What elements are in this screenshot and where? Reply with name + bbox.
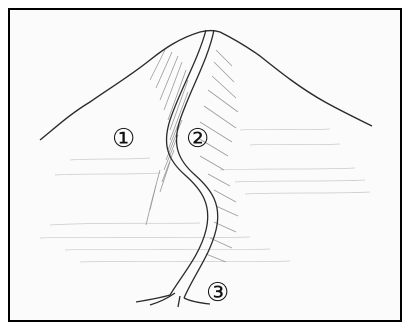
marker-2: ②	[186, 126, 209, 152]
marker-1: ①	[112, 126, 135, 152]
right-ridge-shading	[198, 50, 238, 262]
illustration-frame: ① ② ③	[8, 8, 402, 322]
marker-3: ③	[206, 280, 229, 306]
mountain-valley-sketch	[10, 10, 400, 320]
valley-channel	[136, 30, 218, 307]
